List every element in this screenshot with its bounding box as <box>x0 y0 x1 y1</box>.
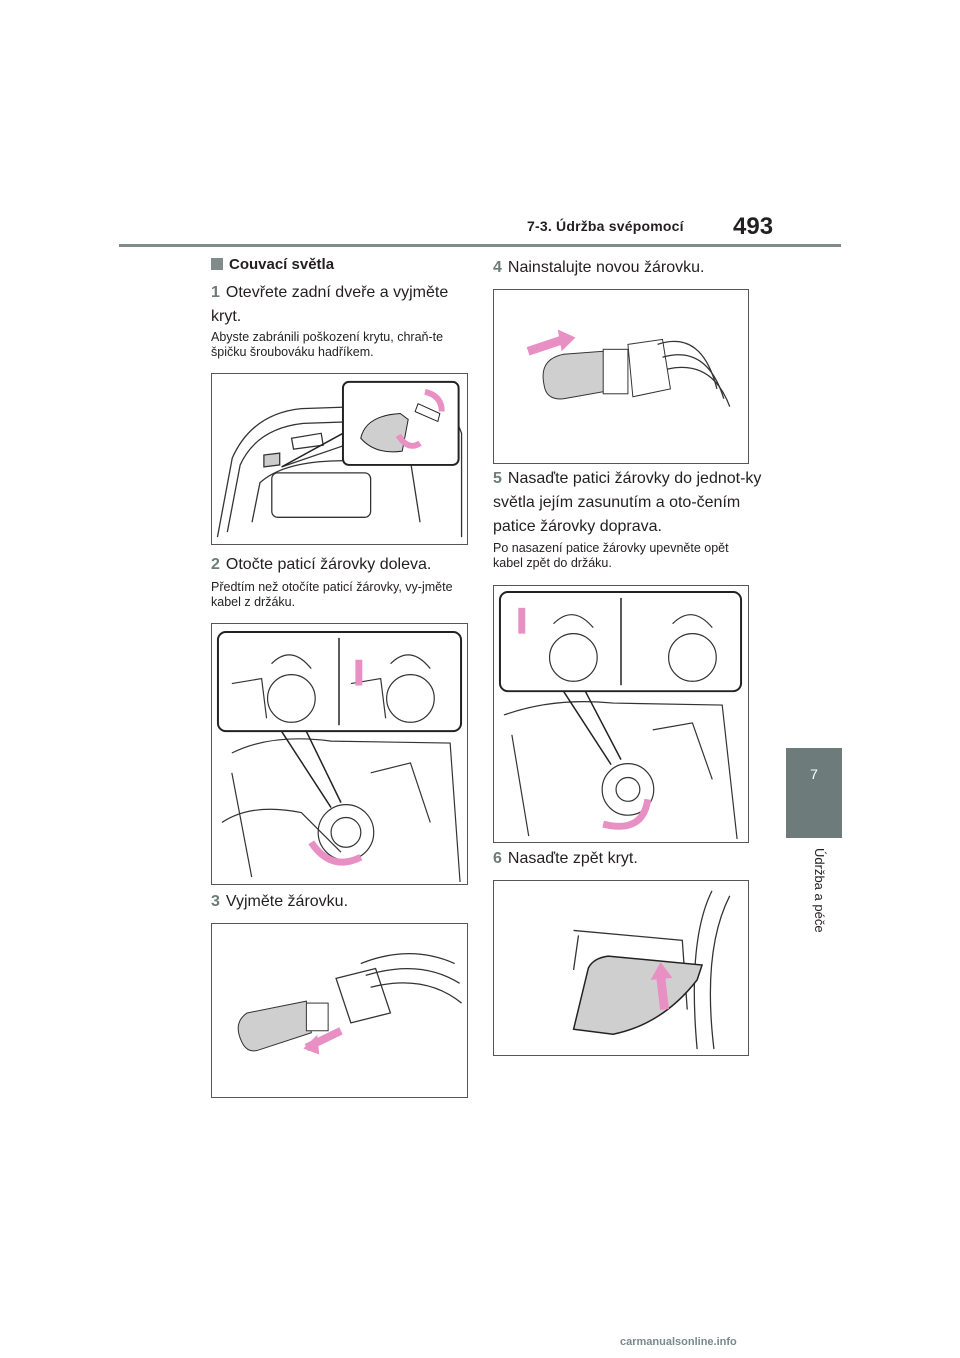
section-title: 7-3. Údržba svépomocí <box>527 218 684 234</box>
figure-remove-cover <box>211 373 468 545</box>
figure-install-bulb <box>493 289 749 464</box>
page-number: 493 <box>733 213 774 240</box>
subsection-heading: Couvací světla <box>211 256 334 273</box>
figure-remove-bulb <box>211 923 468 1098</box>
figure-rotate-socket-right <box>493 585 749 843</box>
figure-refit-cover <box>493 880 749 1056</box>
header-rule <box>119 244 841 247</box>
chapter-label: Údržba a péče <box>812 848 827 933</box>
chapter-number: 7 <box>810 766 818 782</box>
step-2-note: Předtím než otočíte paticí žárovky, vy-j… <box>211 580 453 609</box>
step-1-note: Abyste zabránili poškození krytu, chraň-… <box>211 330 444 359</box>
chapter-tab[interactable]: 7 <box>786 748 842 838</box>
square-bullet-icon <box>211 258 223 270</box>
step-5-note: Po nasazení patice žárovky upevněte opět… <box>493 541 729 570</box>
figure-rotate-socket-left <box>211 623 468 885</box>
watermark: carmanualsonline.info <box>620 1336 737 1348</box>
